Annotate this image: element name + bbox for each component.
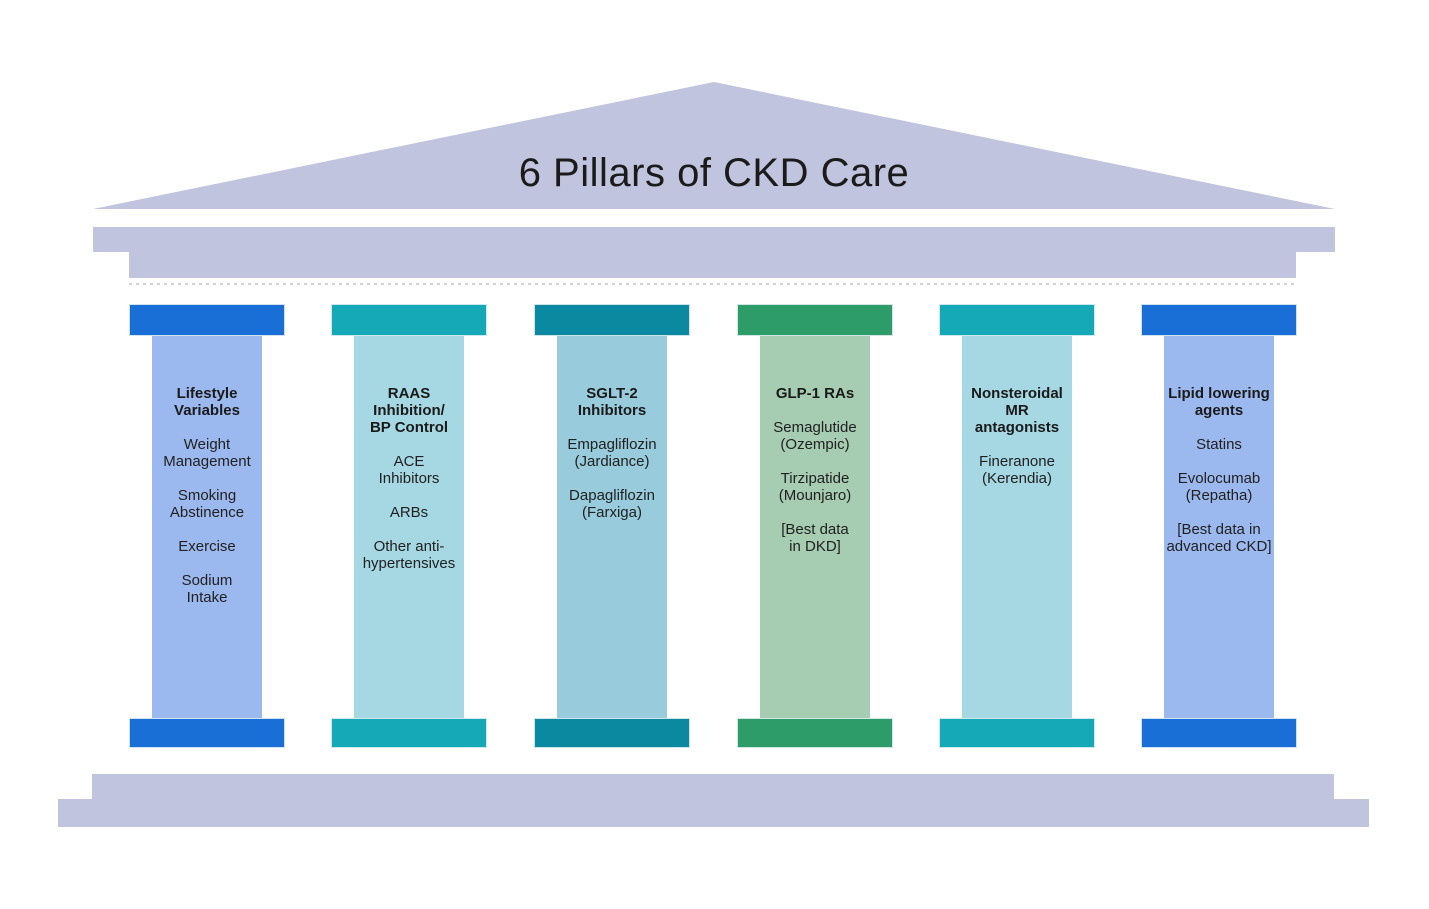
- pediment: 6 Pillars of CKD Care: [93, 82, 1335, 209]
- pillar-item: [Best data in advanced CKD]: [1166, 521, 1272, 555]
- pillar-heading: SGLT-2 Inhibitors: [577, 385, 647, 419]
- pillar-shaft: RAAS Inhibition/ BP Control ACE Inhibito…: [354, 336, 464, 718]
- pillar-heading: Lifestyle Variables: [174, 385, 240, 419]
- pillar-heading: Nonsteroidal MR antagonists: [971, 385, 1063, 436]
- pillar-capital: [737, 304, 893, 336]
- pillar-item: ARBs: [389, 504, 429, 521]
- pillar-shaft: Lipid lowering agents Statins Evolocumab…: [1164, 336, 1274, 718]
- pillar-shaft: GLP-1 RAs Semaglutide (Ozempic) Tirzipat…: [760, 336, 870, 718]
- dashed-divider: [129, 283, 1296, 285]
- pillar-heading: Lipid lowering agents: [1168, 385, 1270, 419]
- pillar-sglt2-inhibitors: SGLT-2 Inhibitors Empagliflozin (Jardian…: [534, 304, 690, 748]
- pillar-item: Evolocumab (Repatha): [1177, 470, 1261, 504]
- pillar-shaft: SGLT-2 Inhibitors Empagliflozin (Jardian…: [557, 336, 667, 718]
- pillar-item: Exercise: [178, 538, 236, 555]
- pillar-capital: [1141, 304, 1297, 336]
- pillar-base: [534, 718, 690, 748]
- pillar-item: ACE Inhibitors: [378, 453, 440, 487]
- pillar-item: Smoking Abstinence: [169, 487, 245, 521]
- pillar-base: [129, 718, 285, 748]
- pillar-item: Dapagliflozin (Farxiga): [569, 487, 655, 521]
- base-step-lower: [58, 799, 1369, 827]
- pillar-item: Semaglutide (Ozempic): [773, 419, 857, 453]
- entablature-lower-band: [129, 252, 1296, 278]
- pillar-capital: [534, 304, 690, 336]
- pillar-shaft: Nonsteroidal MR antagonists Fineranone (…: [962, 336, 1072, 718]
- pillar-item: Fineranone (Kerendia): [979, 453, 1055, 487]
- pillar-capital: [129, 304, 285, 336]
- diagram-title: 6 Pillars of CKD Care: [518, 151, 910, 195]
- pillar-item: Sodium Intake: [181, 572, 233, 606]
- pillar-heading: GLP-1 RAs: [775, 385, 855, 402]
- pillar-lifestyle-variables: Lifestyle Variables Weight Management Sm…: [129, 304, 285, 748]
- pillar-lipid-lowering-agents: Lipid lowering agents Statins Evolocumab…: [1141, 304, 1297, 748]
- pillar-item: Statins: [1196, 436, 1242, 453]
- pillar-base: [1141, 718, 1297, 748]
- pillar-item: Tirzipatide (Mounjaro): [778, 470, 852, 504]
- pillar-item: Weight Management: [163, 436, 251, 470]
- pillar-capital: [331, 304, 487, 336]
- pillar-glp1-ras: GLP-1 RAs Semaglutide (Ozempic) Tirzipat…: [737, 304, 893, 748]
- entablature-upper-band: [93, 227, 1335, 252]
- pillar-raas-bp-control: RAAS Inhibition/ BP Control ACE Inhibito…: [331, 304, 487, 748]
- pillar-heading: RAAS Inhibition/ BP Control: [369, 385, 449, 436]
- pillar-item: Empagliflozin (Jardiance): [567, 436, 657, 470]
- pillar-base: [331, 718, 487, 748]
- pillar-shaft: Lifestyle Variables Weight Management Sm…: [152, 336, 262, 718]
- base-step-upper: [92, 774, 1334, 799]
- pillar-nonsteroidal-mr-antagonists: Nonsteroidal MR antagonists Fineranone (…: [939, 304, 1095, 748]
- pillar-item: Other anti- hypertensives: [362, 538, 456, 572]
- pillar-base: [939, 718, 1095, 748]
- pillar-item: [Best data in DKD]: [781, 521, 849, 555]
- pillar-capital: [939, 304, 1095, 336]
- pillar-base: [737, 718, 893, 748]
